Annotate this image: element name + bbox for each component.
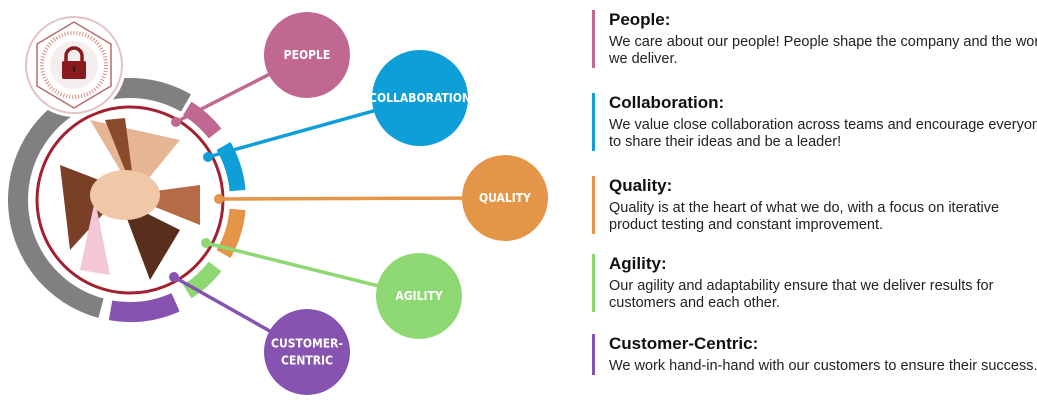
customer-centric-connector-dot bbox=[169, 272, 179, 282]
value-description: Our agility and adaptability ensure that… bbox=[609, 278, 994, 311]
quality-connector-dot bbox=[214, 194, 224, 204]
lock-badge bbox=[22, 13, 126, 117]
quality-bubble-label: QUALITY bbox=[479, 191, 531, 205]
people-arc-segment bbox=[182, 101, 222, 139]
values-wheel: PEOPLE COLLABORATION QUALITY AGILITY CUSTOME… bbox=[7, 12, 548, 395]
value-title: Quality: bbox=[609, 176, 673, 195]
value-item-people: People: We care about our people! People … bbox=[592, 10, 1037, 68]
value-description: We work hand-in-hand with our customers … bbox=[609, 358, 1037, 374]
collaboration-bubble-label: COLLABORATION bbox=[369, 91, 471, 105]
hands-photo bbox=[42, 112, 218, 288]
value-title: People: bbox=[609, 10, 671, 29]
agility-connector-dot bbox=[201, 238, 211, 248]
people-connector-dot bbox=[171, 117, 181, 127]
agility-bubble bbox=[376, 253, 462, 339]
value-description: Quality is at the heart of what we do, w… bbox=[609, 200, 1000, 233]
value-item-quality: Quality: Quality is at the heart of what … bbox=[592, 176, 1037, 234]
value-item-customer-centric: Customer-Centric: We work hand-in-hand wi… bbox=[592, 334, 1037, 375]
value-title: Collaboration: bbox=[609, 93, 725, 112]
agility-bubble-label: AGILITY bbox=[395, 289, 442, 303]
people-bubble bbox=[264, 12, 350, 98]
value-item-agility: Agility: Our agility and adaptability ens… bbox=[592, 254, 1037, 312]
customer-centric-bubble-label: CENTRIC bbox=[281, 354, 333, 368]
customer-centric-bubble bbox=[264, 309, 350, 395]
value-item-collaboration: Collaboration: We value close collaborati… bbox=[592, 93, 1037, 151]
value-title: Customer-Centric: bbox=[609, 334, 759, 353]
customer-centric-bubble-label: CUSTOMER- bbox=[271, 337, 343, 351]
gray-ring-arc bbox=[7, 77, 191, 318]
value-title: Agility: bbox=[609, 254, 667, 273]
collaboration-bubble bbox=[372, 50, 468, 146]
customer-centric-arc-segment bbox=[108, 293, 180, 322]
value-description: We care about our people! People shape t… bbox=[609, 34, 1037, 67]
quality-connector-line bbox=[218, 196, 506, 201]
collaboration-connector-dot bbox=[203, 152, 213, 162]
quality-bubble bbox=[462, 155, 548, 241]
lock-icon bbox=[64, 46, 84, 62]
people-bubble-label: PEOPLE bbox=[284, 48, 331, 62]
value-description: We value close collaboration across team… bbox=[609, 117, 1037, 150]
